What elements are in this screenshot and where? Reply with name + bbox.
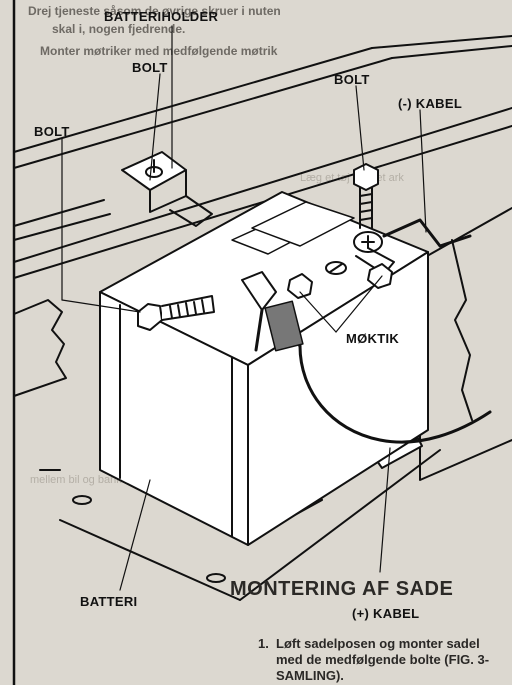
label-negative-cable: (-) KABEL <box>398 96 463 111</box>
slot-hole-left <box>72 495 92 505</box>
positive-terminal-cover <box>264 300 304 352</box>
battery-vent-cap-right <box>251 201 355 247</box>
terminal-screw-slot <box>329 263 343 273</box>
label-batteri: BATTERI <box>80 594 138 609</box>
instruction-number: 1. <box>258 636 269 651</box>
background-text-line-1: Drej tjeneste såsom de øvrige skruer i n… <box>28 4 281 18</box>
terminal-nut-right <box>367 263 393 289</box>
background-faint-text-b: mellem bil og banke <box>30 474 128 486</box>
background-text-line-3: Monter møtriker med medfølgende møtrik <box>40 44 278 58</box>
label-batteriholder: BATTERIHOLDER <box>104 9 219 24</box>
battery-tray <box>39 449 441 601</box>
positive-terminal <box>241 271 492 444</box>
label-moktik: MØKTIK <box>346 331 400 346</box>
left-panel <box>13 299 67 397</box>
terminal-nut-center <box>287 273 313 299</box>
background-text-line-2: skal i, nogen fjedrende. <box>52 22 186 36</box>
label-leader-lines <box>61 25 427 591</box>
instruction-text: Løft sadelposen og monter sadel med de m… <box>276 636 490 683</box>
slot-hole-middle <box>206 573 226 583</box>
right-bolt <box>353 163 379 229</box>
label-bolt-right: BOLT <box>334 72 370 87</box>
label-bolt-top: BOLT <box>132 60 168 75</box>
negative-terminal <box>353 218 472 275</box>
label-positive-cable: (+) KABEL <box>352 606 420 621</box>
label-bolt-left: BOLT <box>34 124 70 139</box>
left-bolt <box>137 295 215 331</box>
section-heading: MONTERING AF SADE <box>230 578 454 600</box>
battery-holder-clamp <box>121 151 213 227</box>
